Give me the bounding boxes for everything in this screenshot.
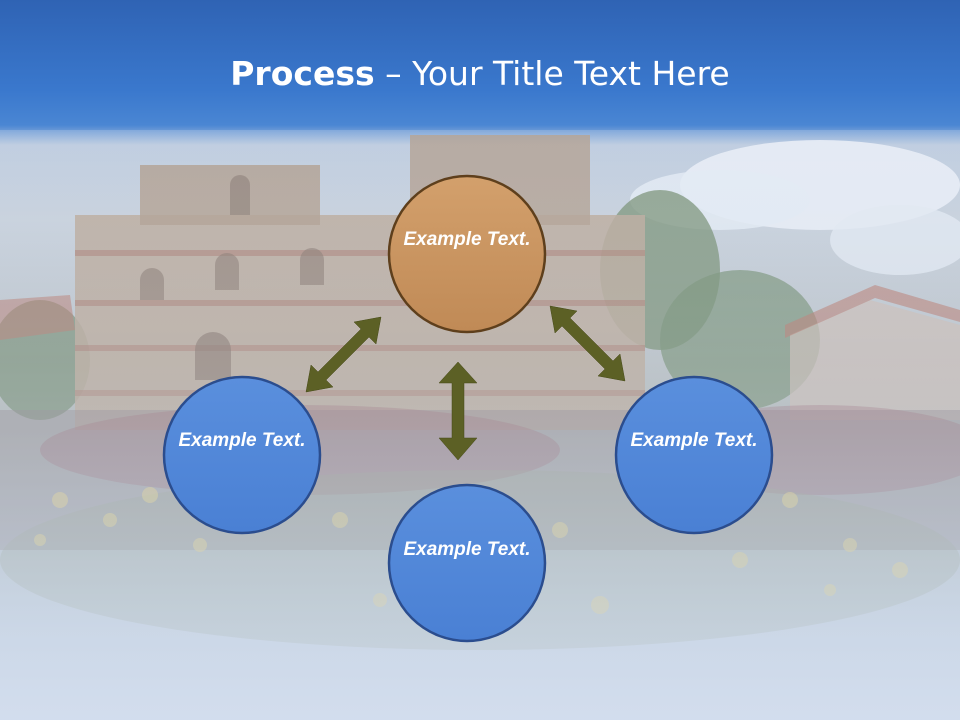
double-arrow-left-icon (305, 316, 382, 393)
node-top-label: Example Text. (403, 229, 531, 250)
node-left-circle (162, 375, 322, 535)
node-top-circle (387, 174, 547, 334)
node-left-label: Example Text. (178, 430, 306, 451)
node-right-label: Example Text. (630, 430, 758, 451)
node-bottom-label: Example Text. (403, 539, 531, 560)
node-right-circle (614, 375, 774, 535)
node-bottom-circle (387, 483, 547, 643)
double-arrow-right-icon (549, 305, 626, 382)
title-bold: Process (230, 54, 375, 93)
double-arrow-vertical-icon (438, 361, 478, 461)
title-rest: – Your Title Text Here (374, 54, 730, 93)
slide-title: Process – Your Title Text Here (0, 52, 960, 96)
